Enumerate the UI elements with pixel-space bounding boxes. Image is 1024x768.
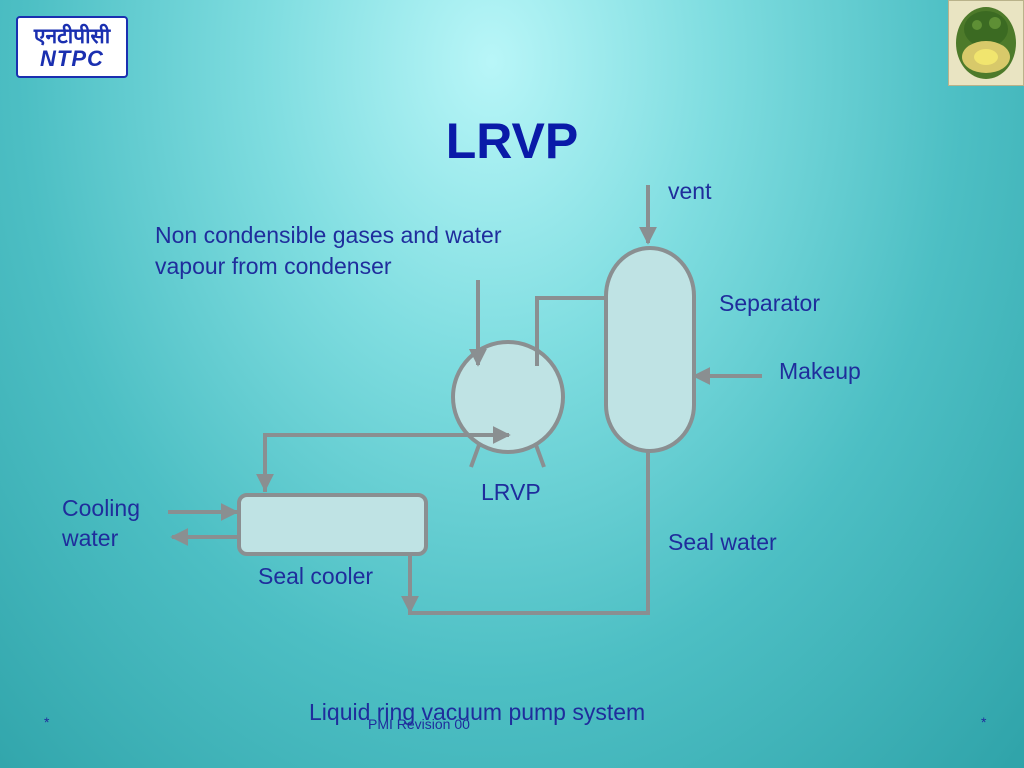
inlet-label-line2: vapour from condenser xyxy=(155,253,392,279)
separator-vessel xyxy=(604,246,696,453)
inlet-label-line1: Non condensible gases and water xyxy=(155,222,502,248)
footer-revision: PMI Revision 00 xyxy=(368,716,470,732)
cooling-water-label-line2: water xyxy=(62,525,119,551)
seal-water-label: Seal water xyxy=(668,529,777,555)
makeup-label: Makeup xyxy=(779,358,861,384)
seal-water-line xyxy=(408,450,650,615)
footer-right-mark: * xyxy=(981,714,987,730)
logo-hindi-text: एनटीपीसी xyxy=(33,24,111,48)
cooling-water-label-line1: Cooling xyxy=(62,495,140,521)
vent-label: vent xyxy=(668,178,712,204)
seal-cooler-label: Seal cooler xyxy=(258,563,374,589)
slide-caption: Liquid ring vacuum pump system xyxy=(309,699,646,725)
logo-english-text: NTPC xyxy=(40,46,104,71)
seal-cooler xyxy=(237,493,428,556)
slide-title: LRVP xyxy=(445,113,579,169)
lrvp-pump xyxy=(451,340,565,454)
emblem-graphic xyxy=(956,7,1016,79)
ntpc-logo: एनटीपीसी NTPC xyxy=(16,16,128,78)
separator-label: Separator xyxy=(719,290,821,316)
footer-left-mark: * xyxy=(44,714,50,730)
pump-label: LRVP xyxy=(481,479,541,505)
